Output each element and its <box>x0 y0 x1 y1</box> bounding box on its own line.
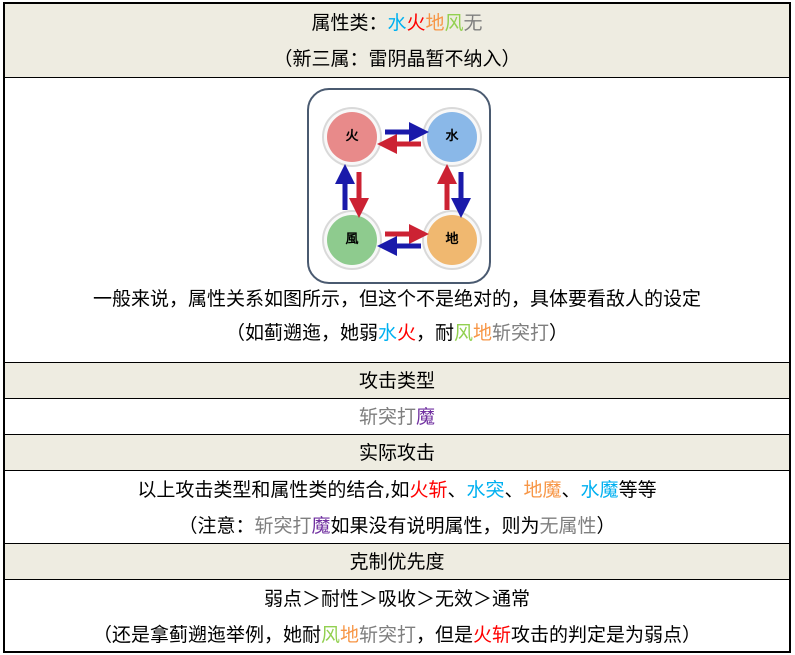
relationship-example: （如蓟遡迤，她弱水火，耐风地斩突打） <box>5 316 789 350</box>
water-circle: 水 <box>427 112 477 162</box>
t: （如蓟遡迤，她弱 <box>225 322 378 344</box>
attack-type-values: 斩突打魔 <box>5 398 789 434</box>
t: 如果没有说明属性，则为 <box>330 515 540 537</box>
priority-section: 弱点＞耐性＞吸收＞无效＞通常 （还是拿蓟遡迤举例，她耐风地斩突打，但是火斩攻击的… <box>5 579 789 651</box>
magic: 魔 <box>311 515 331 537</box>
priority-example: （还是拿蓟遡迤举例，她耐风地斩突打，但是火斩攻击的判定是为弱点） <box>5 617 789 653</box>
magic: 魔 <box>416 406 436 428</box>
element-table: 属性类：水火地风无 （新三属：雷阴晶暂不纳入） 火 水 風 地 一般来说，属性关… <box>3 2 791 653</box>
attack-type-header: 攻击类型 <box>5 362 789 398</box>
none: 无 <box>463 12 483 34</box>
priority-order: 弱点＞耐性＞吸收＞无效＞通常 <box>263 588 530 610</box>
actual-line2: （注意：斩突打魔如果没有说明属性，则为无属性） <box>5 508 789 544</box>
t: （还是拿蓟遡迤举例，她耐 <box>92 624 321 646</box>
relationship-desc: 一般来说，属性关系如图所示，但这个不是绝对的，具体要看敌人的设定 <box>92 288 701 310</box>
t: ，耐 <box>415 322 454 344</box>
water: 水 <box>377 322 397 344</box>
label: 属性类： <box>311 12 388 34</box>
fire: 火 <box>406 12 426 34</box>
water-magic: 水魔 <box>580 479 619 501</box>
earth: 地 <box>339 624 359 646</box>
t: 攻击的判定是为弱点） <box>511 624 702 646</box>
t: 、 <box>504 479 524 501</box>
attribute-title: 属性类：水火地风无 <box>5 5 789 41</box>
fire-slash: 火斩 <box>409 479 448 501</box>
t: ） <box>549 322 569 344</box>
physical: 斩突打 <box>358 624 416 646</box>
fire: 火 <box>396 322 416 344</box>
fire-slash: 火斩 <box>473 624 512 646</box>
earth: 地 <box>473 322 493 344</box>
earth-magic: 地魔 <box>523 479 562 501</box>
t: 、 <box>447 479 467 501</box>
t: 以上攻击类型和属性类的结合,如 <box>137 479 410 501</box>
physical: 斩突打 <box>492 322 550 344</box>
water: 水 <box>387 12 407 34</box>
diagram-frame: 火 水 風 地 <box>307 88 491 284</box>
earth: 地 <box>425 12 445 34</box>
wind: 风 <box>320 624 340 646</box>
element-diagram: 火 水 風 地 <box>297 82 497 284</box>
actual-line1: 以上攻击类型和属性类的结合,如火斩、水突、地魔、水魔等等 <box>5 472 789 508</box>
wind: 风 <box>444 12 464 34</box>
earth-circle: 地 <box>427 215 477 265</box>
actual-attack-header: 实际攻击 <box>5 434 789 470</box>
attribute-note: （新三属：雷阴晶暂不纳入） <box>273 48 521 70</box>
physical: 斩突打 <box>358 406 416 428</box>
water-thrust: 水突 <box>466 479 505 501</box>
t: （注意： <box>178 515 255 537</box>
physical: 斩突打 <box>254 515 312 537</box>
relationship-section: 火 水 風 地 一般来说，属性关系如图所示，但这个不是绝对的，具体要看敌人的设定… <box>5 77 789 362</box>
fire-circle: 火 <box>327 112 377 162</box>
t: ） <box>596 515 616 537</box>
wind-circle: 風 <box>327 215 377 265</box>
wind: 风 <box>454 322 474 344</box>
t: 、 <box>561 479 581 501</box>
t: ，但是 <box>416 624 474 646</box>
arrows-icon <box>335 122 471 256</box>
priority-header: 克制优先度 <box>5 543 789 579</box>
attribute-section: 属性类：水火地风无 （新三属：雷阴晶暂不纳入） <box>5 4 789 77</box>
actual-attack-section: 以上攻击类型和属性类的结合,如火斩、水突、地魔、水魔等等 （注意：斩突打魔如果没… <box>5 470 789 543</box>
t: 等等 <box>618 479 657 501</box>
no-attribute: 无属性 <box>539 515 597 537</box>
